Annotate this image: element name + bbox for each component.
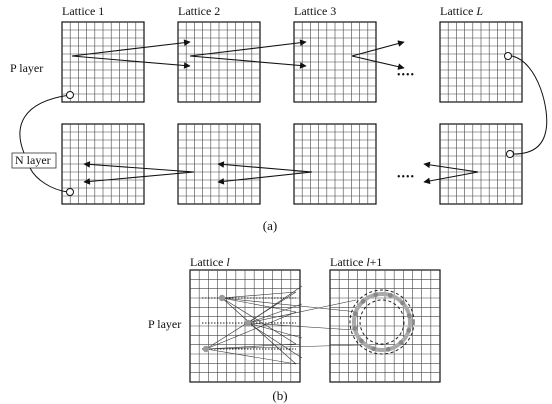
connection-fan-lines bbox=[205, 285, 361, 365]
lattice-grid-p-3 bbox=[293, 21, 377, 103]
arrow-p-2-3a bbox=[189, 39, 307, 57]
dotted-source-rows bbox=[202, 297, 296, 350]
n-layer-ellipsis: •••• bbox=[397, 172, 415, 183]
lattice-grid-p-l bbox=[439, 21, 523, 103]
circle-pl bbox=[504, 52, 512, 60]
p-layer-label-b: P layer bbox=[148, 317, 181, 331]
receptive-ring-gray bbox=[352, 292, 412, 352]
lattice-grid-n-1 bbox=[61, 123, 145, 205]
lattice-l1-title: Lattice l+1 bbox=[330, 255, 382, 269]
caption-a: (a) bbox=[263, 218, 277, 233]
arrow-p-3-next-b bbox=[351, 55, 405, 70]
ring-point bbox=[387, 292, 393, 298]
lattice-grid-l1 bbox=[329, 269, 441, 383]
receptive-ring-inner-dashed bbox=[359, 299, 405, 345]
arrow-n-3-2b bbox=[217, 171, 313, 185]
ring-point bbox=[400, 300, 405, 306]
lattice-3-label: Lattice 3 bbox=[294, 4, 336, 18]
ring-point bbox=[359, 338, 364, 344]
lattice-2-label: Lattice 2 bbox=[178, 4, 220, 18]
ring-point bbox=[371, 346, 377, 352]
lattice-grid-p-1 bbox=[61, 21, 145, 103]
arrow-n-l-prev-a bbox=[423, 161, 479, 173]
panel-a: Lattice 1 Lattice 2 Lattice 3 Lattice L … bbox=[10, 4, 548, 233]
lattice-grid-n-l bbox=[439, 123, 523, 205]
caption-b: (b) bbox=[272, 388, 287, 403]
ring-point bbox=[352, 325, 358, 331]
circle-nl bbox=[506, 150, 514, 158]
arrow-p-1-2b bbox=[71, 55, 191, 69]
ring-point bbox=[398, 340, 404, 345]
ring-point bbox=[406, 313, 412, 319]
n-layer-label: N layer bbox=[15, 153, 51, 167]
arrow-n-2-1a bbox=[83, 161, 195, 173]
arrow-n-2-1b bbox=[83, 171, 195, 185]
arrow-p-1-2a bbox=[71, 39, 191, 57]
lattice-1-label: Lattice 1 bbox=[62, 4, 104, 18]
arrow-n-3-2a bbox=[217, 161, 313, 173]
p-layer-arrows bbox=[71, 39, 405, 70]
ring-point bbox=[352, 311, 358, 317]
end-circle-n1 bbox=[66, 188, 74, 196]
ring-point bbox=[385, 346, 391, 352]
lattice-grid-p-2 bbox=[177, 21, 261, 103]
lattice-grid-l bbox=[189, 269, 301, 383]
lattice-grid-n-2 bbox=[177, 123, 261, 205]
receptive-ring-outer-dashed bbox=[349, 289, 415, 355]
n-layer-label-box bbox=[11, 152, 57, 169]
lattice-l-title: Lattice l bbox=[190, 255, 230, 269]
arrow-p-2-3b bbox=[189, 55, 307, 69]
lattice-grid-n-3 bbox=[293, 123, 377, 205]
left-connector-curve bbox=[19, 94, 71, 193]
source-points bbox=[202, 294, 252, 353]
lattice-l-label: Lattice L bbox=[440, 4, 483, 18]
n-layer-arrows bbox=[83, 161, 479, 185]
arrow-n-l-prev-b bbox=[423, 171, 479, 185]
p-layer-label: P layer bbox=[10, 61, 43, 75]
ring-target-points bbox=[352, 292, 412, 352]
panel-b: Lattice l Lattice l+1 P layer (b) bbox=[148, 255, 441, 403]
ring-point bbox=[406, 327, 412, 333]
ring-point bbox=[373, 292, 379, 298]
arrow-p-3-next-a bbox=[351, 40, 405, 57]
p-layer-ellipsis: •••• bbox=[397, 70, 415, 81]
ring-point bbox=[360, 299, 366, 304]
start-circle-p1 bbox=[66, 91, 74, 99]
right-connector-curve bbox=[511, 55, 548, 155]
